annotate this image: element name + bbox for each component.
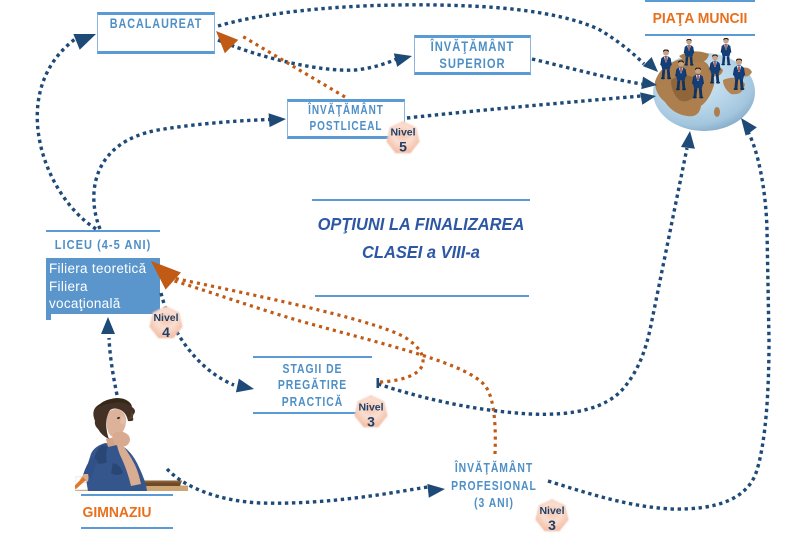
svg-text:Nivel: Nivel bbox=[153, 312, 178, 324]
svg-text:4: 4 bbox=[162, 324, 170, 340]
svg-text:3: 3 bbox=[548, 517, 556, 533]
svg-text:Nivel: Nivel bbox=[390, 127, 415, 139]
svg-text:5: 5 bbox=[399, 139, 407, 155]
svg-text:Nivel: Nivel bbox=[539, 505, 564, 517]
svg-text:3: 3 bbox=[367, 414, 375, 430]
svg-text:Nivel: Nivel bbox=[358, 402, 383, 414]
